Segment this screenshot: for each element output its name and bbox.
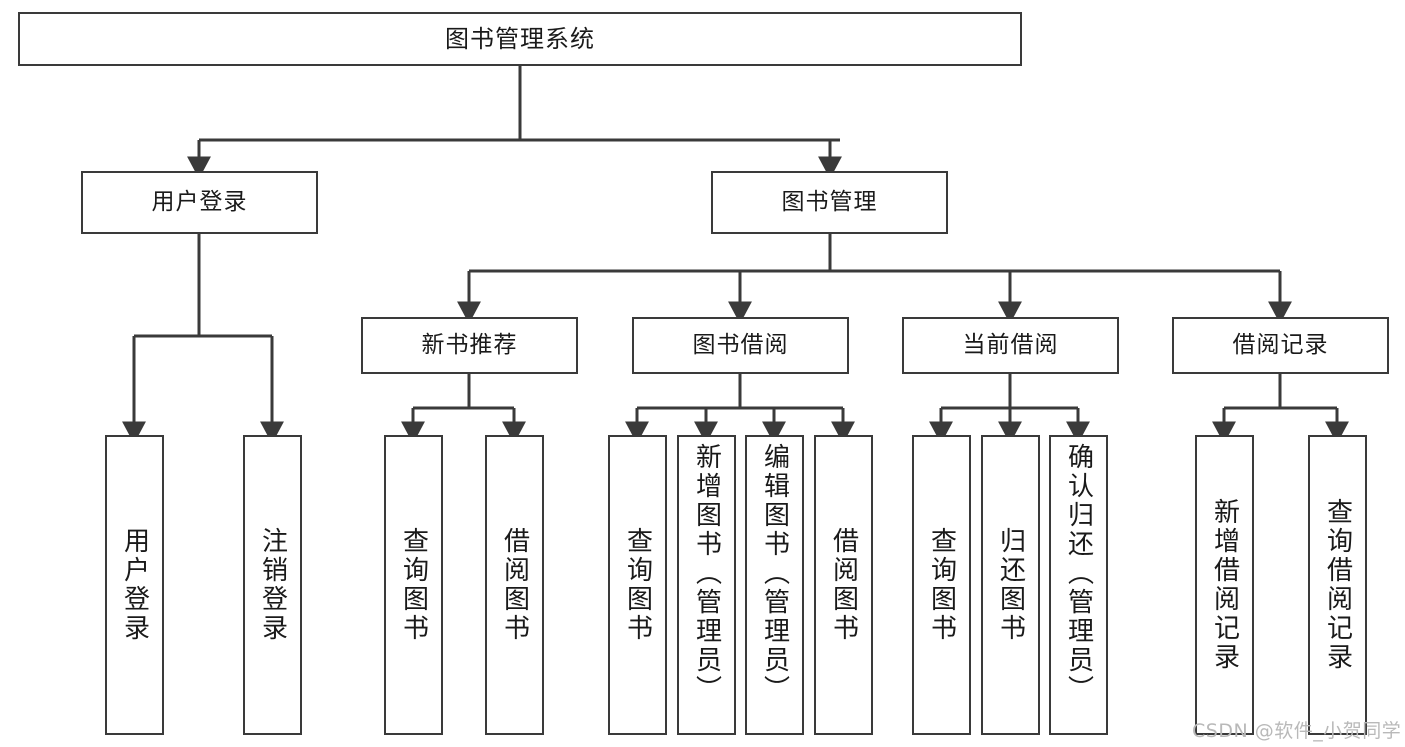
- node-label: 借阅记录: [1232, 332, 1329, 358]
- node-label: 查询借阅记录: [1322, 498, 1353, 672]
- node-leaf-return-book[interactable]: 归还图书: [981, 435, 1040, 735]
- node-label: 新书推荐: [421, 332, 518, 358]
- node-label: 借阅图书: [828, 527, 859, 643]
- node-label: 新增图书（管理员）: [691, 443, 722, 704]
- node-label: 编辑图书（管理员）: [759, 443, 790, 704]
- node-new-book-recommend[interactable]: 新书推荐: [361, 317, 578, 374]
- node-leaf-borrow-book-1[interactable]: 借阅图书: [485, 435, 544, 735]
- node-leaf-add-record[interactable]: 新增借阅记录: [1195, 435, 1254, 735]
- node-leaf-edit-book[interactable]: 编辑图书（管理员）: [745, 435, 804, 735]
- node-leaf-query-record[interactable]: 查询借阅记录: [1308, 435, 1367, 735]
- node-leaf-query-book-3[interactable]: 查询图书: [912, 435, 971, 735]
- node-current-borrow[interactable]: 当前借阅: [902, 317, 1119, 374]
- node-label: 用户登录: [151, 189, 248, 215]
- node-label: 新增借阅记录: [1209, 498, 1240, 672]
- node-label: 归还图书: [995, 527, 1026, 643]
- node-book-manage[interactable]: 图书管理: [711, 171, 948, 234]
- node-label: 查询图书: [398, 527, 429, 643]
- node-label: 查询图书: [622, 527, 653, 643]
- node-label: 查询图书: [926, 527, 957, 643]
- node-label: 当前借阅: [962, 332, 1059, 358]
- csdn-watermark: CSDN @软件_小贺同学: [1192, 720, 1402, 742]
- node-leaf-borrow-book-2[interactable]: 借阅图书: [814, 435, 873, 735]
- node-label: 图书管理: [781, 189, 878, 215]
- node-borrow-record[interactable]: 借阅记录: [1172, 317, 1389, 374]
- node-book-management-system[interactable]: 图书管理系统: [18, 12, 1022, 66]
- node-leaf-query-book-1[interactable]: 查询图书: [384, 435, 443, 735]
- node-label: 用户登录: [119, 527, 150, 643]
- node-label: 借阅图书: [499, 527, 530, 643]
- node-label: 注销登录: [257, 527, 288, 643]
- node-leaf-add-book[interactable]: 新增图书（管理员）: [677, 435, 736, 735]
- node-label: 图书管理系统: [445, 25, 595, 53]
- node-book-borrow[interactable]: 图书借阅: [632, 317, 849, 374]
- node-leaf-query-book-2[interactable]: 查询图书: [608, 435, 667, 735]
- node-leaf-confirm-return[interactable]: 确认归还（管理员）: [1049, 435, 1108, 735]
- node-leaf-user-login[interactable]: 用户登录: [105, 435, 164, 735]
- node-user-login[interactable]: 用户登录: [81, 171, 318, 234]
- node-leaf-user-logout[interactable]: 注销登录: [243, 435, 302, 735]
- node-label: 确认归还（管理员）: [1063, 443, 1094, 704]
- node-label: 图书借阅: [692, 332, 789, 358]
